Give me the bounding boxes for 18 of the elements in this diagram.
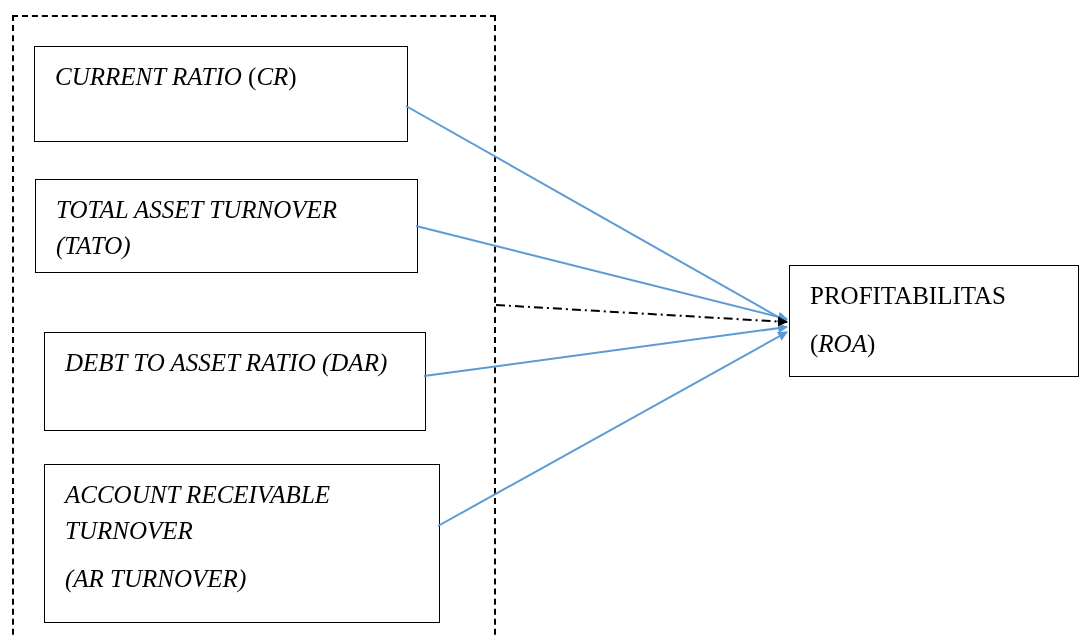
arrow [437,331,788,527]
box-label: TOTAL ASSET TURNOVER (TATO) [56,195,339,262]
arrow [495,304,788,327]
box-label: DEBT TO ASSET RATIO (DAR) [65,348,389,379]
arrow [415,225,788,322]
process-box [34,46,408,142]
arrow [405,105,788,323]
arrow [423,323,788,377]
box-label: (ROA) [810,329,877,360]
process-box [44,464,440,623]
process-box [35,179,418,273]
process-box [44,332,426,431]
box-label: (AR TURNOVER) [65,564,248,595]
box-label: CURRENT RATIO (CR) [55,62,298,93]
box-label: ACCOUNT RECEIVABLE TURNOVER [65,480,332,546]
dashed-group-frame [12,15,496,637]
process-box [789,265,1079,377]
box-label: PROFITABILITAS [810,281,1007,311]
